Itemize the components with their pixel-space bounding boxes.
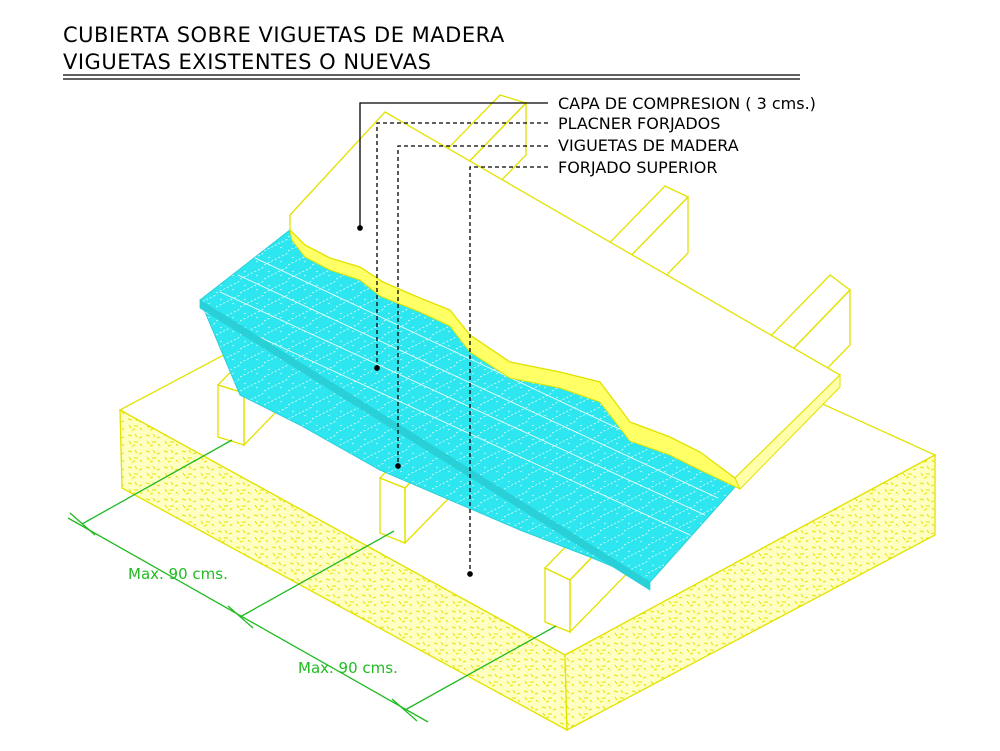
dimension-label-1: Max. 90 cms. bbox=[128, 565, 228, 583]
callout-compression-layer: CAPA DE COMPRESION ( 3 cms.) bbox=[558, 94, 816, 113]
compression-layer-edge bbox=[734, 373, 841, 490]
slab-right-face bbox=[564, 453, 936, 732]
dimension-lines bbox=[67, 439, 557, 723]
compression-layer bbox=[289, 111, 842, 491]
callout-forjado-superior: FORJADO SUPERIOR bbox=[558, 158, 717, 177]
dim-tick-2 bbox=[227, 605, 254, 629]
dim-tick-1 bbox=[69, 512, 96, 536]
callout-viguetas-madera: VIGUETAS DE MADERA bbox=[558, 136, 739, 155]
joist-3-end-grain bbox=[544, 566, 571, 633]
drawing-title-line-2: VIGUETAS EXISTENTES O NUEVAS bbox=[63, 50, 431, 74]
dim-tick-3 bbox=[391, 698, 418, 722]
slab-panels-edge bbox=[199, 299, 651, 591]
drawing-title-line-1: CUBIERTA SOBRE VIGUETAS DE MADERA bbox=[63, 23, 505, 47]
callout-placner-forjados: PLACNER FORJADOS bbox=[558, 114, 720, 133]
joist-2-end-grain bbox=[379, 477, 406, 544]
dimension-label-2: Max. 90 cms. bbox=[298, 659, 398, 677]
joist-1-end-grain bbox=[217, 384, 245, 446]
leader-lines bbox=[357, 102, 548, 577]
